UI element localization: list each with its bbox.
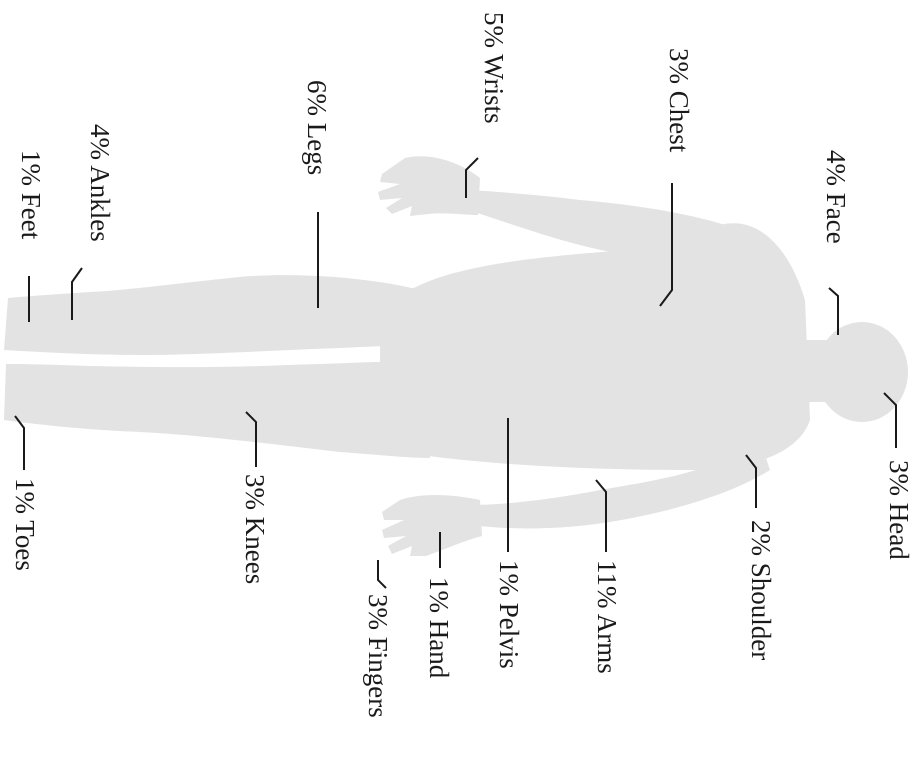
leader-fingers	[378, 560, 386, 588]
label-chest: 3% Chest	[664, 48, 694, 153]
body-silhouette	[4, 156, 908, 556]
label-arms: 11% Arms	[592, 560, 622, 674]
silhouette-hand-upper	[378, 156, 480, 216]
leader-face	[829, 288, 838, 335]
label-fingers: 3% Fingers	[363, 594, 393, 718]
label-toes: 1% Toes	[10, 478, 40, 571]
label-shoulder: 2% Shoulder	[746, 520, 776, 660]
label-pelvis: 1% Pelvis	[494, 560, 524, 669]
label-wrists: 5% Wrists	[479, 12, 509, 124]
label-head: 3% Head	[884, 460, 914, 560]
label-knees: 3% Knees	[240, 474, 270, 584]
label-legs: 6% Legs	[302, 80, 332, 175]
silhouette-torso	[380, 223, 810, 470]
label-face: 4% Face	[821, 150, 851, 244]
label-feet: 1% Feet	[16, 150, 46, 240]
silhouette-leg-lower	[4, 360, 430, 458]
label-hand: 1% Hand	[424, 577, 454, 679]
label-ankles: 4% Ankles	[85, 124, 115, 242]
silhouette-arm-upper	[462, 190, 740, 263]
silhouette-hand-lower	[382, 495, 482, 556]
silhouette-leg-upper	[4, 275, 425, 355]
leader-toes	[15, 416, 24, 470]
